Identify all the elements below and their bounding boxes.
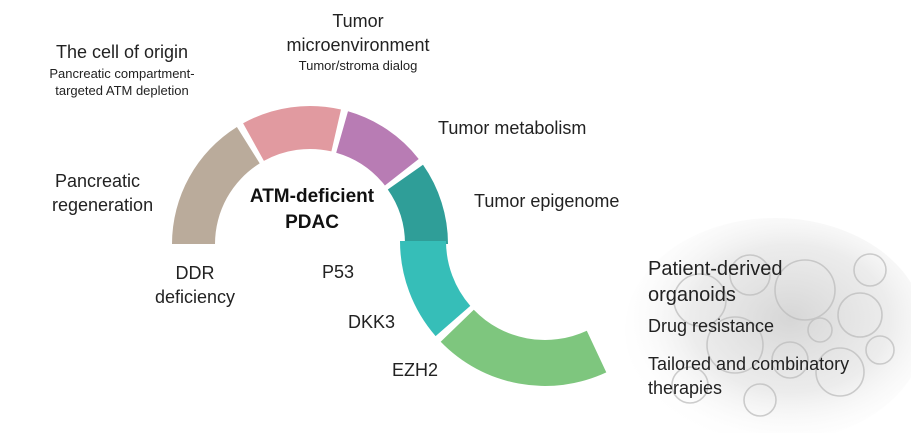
organoids-line1: Patient-derived: [648, 258, 783, 280]
pancreatic-regen-line2: regeneration: [52, 194, 154, 215]
organoids-line2: organoids: [648, 284, 736, 306]
label-organoids: Patient-derived organoids Drug resistanc…: [648, 258, 849, 399]
label-tumor-epigenome: Tumor epigenome: [474, 191, 620, 211]
organoids-drug-resistance: Drug resistance: [648, 316, 775, 336]
center-label-line1: ATM-deficient: [249, 186, 375, 207]
label-ddr-deficiency: DDR deficiency: [140, 263, 250, 307]
cell-of-origin-sub1: Pancreatic compartment-: [49, 65, 195, 81]
label-cell-of-origin: The cell of origin Pancreatic compartmen…: [32, 42, 212, 99]
center-label: ATM-deficient PDAC: [232, 186, 392, 234]
cell-of-origin-sub2: targeted ATM depletion: [55, 82, 189, 98]
cell-of-origin-title: The cell of origin: [55, 42, 189, 62]
arc-segment-tumor-microenvironment: [336, 111, 419, 186]
tumor-micro-sub: Tumor/stroma dialog: [298, 58, 418, 74]
tumor-micro-line2: microenvironment: [286, 34, 430, 55]
arc-segment-patient-derived-organoids: [440, 309, 607, 386]
ddr-line1: DDR: [175, 263, 215, 283]
organoids-tailored-line1: Tailored and combinatory: [648, 353, 850, 374]
tumor-micro-line1: Tumor: [332, 11, 384, 31]
pancreatic-regen-line1: Pancreatic: [55, 171, 141, 191]
label-pancreatic-regeneration: Pancreatic regeneration: [52, 171, 153, 215]
arc-segment-cell-of-origin: [243, 105, 341, 161]
arc-segments: [172, 105, 607, 386]
label-p53: P53: [322, 262, 355, 282]
arc-segment-tumor-metabolism: [387, 164, 448, 244]
label-dkk3: DKK3: [348, 312, 396, 332]
label-tumor-microenvironment: Tumor microenvironment Tumor/stroma dial…: [268, 11, 448, 74]
arc-segment-tumor-epigenome: [400, 241, 471, 337]
label-ezh2: EZH2: [392, 360, 439, 380]
organoid-image: [625, 218, 911, 433]
organoids-tailored-line2: therapies: [648, 378, 723, 399]
label-tumor-metabolism: Tumor metabolism: [438, 118, 587, 138]
center-label-line2: PDAC: [285, 211, 339, 233]
arc-segment-pancreatic-regeneration: [172, 127, 260, 244]
ddr-line2: deficiency: [154, 286, 236, 307]
